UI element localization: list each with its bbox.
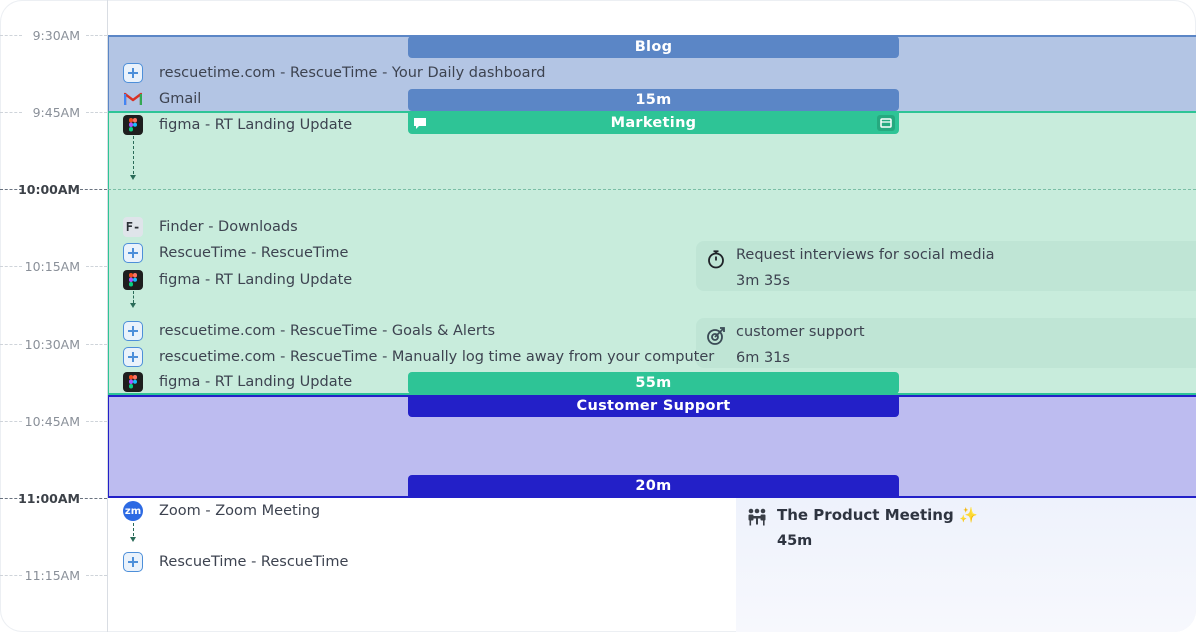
activity-item[interactable]: F- Finder - Downloads <box>123 216 298 238</box>
stopwatch-icon <box>708 250 724 269</box>
activity-item[interactable]: figma - RT Landing Update <box>123 371 352 393</box>
gmail-icon <box>123 89 143 109</box>
hour-divider <box>108 189 1196 190</box>
goal-time: 6m 31s <box>736 350 790 366</box>
figma-icon <box>123 115 143 135</box>
time-label: 10:45AM <box>24 414 80 429</box>
blog-duration-pill[interactable]: 15m <box>408 89 899 111</box>
meeting-card[interactable]: The Product Meeting ✨ 45m <box>736 498 1196 632</box>
time-label: 9:45AM <box>32 105 80 120</box>
goal-time: 3m 35s <box>736 273 790 289</box>
connector-arrow <box>130 537 136 542</box>
time-tick <box>0 421 22 422</box>
activity-label: Zoom - Zoom Meeting <box>159 503 321 519</box>
time-label: 10:00AM <box>18 182 80 197</box>
activity-label: rescuetime.com - RescueTime - Manually l… <box>159 349 715 365</box>
activity-label: RescueTime - RescueTime <box>159 554 349 570</box>
time-tick <box>86 575 107 576</box>
activity-item[interactable]: figma - RT Landing Update <box>123 114 352 136</box>
activity-label: figma - RT Landing Update <box>159 117 353 133</box>
activity-item[interactable]: rescuetime.com - RescueTime - Manually l… <box>123 346 714 368</box>
connector-arrow <box>130 175 136 180</box>
rescuetime-icon <box>123 552 143 572</box>
activity-item[interactable]: figma - RT Landing Update <box>123 269 352 291</box>
time-gutter-divider <box>107 0 108 632</box>
time-tick <box>86 266 107 267</box>
activity-item[interactable]: rescuetime.com - RescueTime - Your Daily… <box>123 62 545 84</box>
zoom-icon: zm <box>123 501 143 521</box>
time-tick <box>0 112 22 113</box>
meeting-duration: 45m <box>777 533 813 549</box>
customer-support-title-pill[interactable]: Customer Support <box>408 395 899 417</box>
activity-connector <box>133 136 134 174</box>
activity-item[interactable]: rescuetime.com - RescueTime - Goals & Al… <box>123 320 495 342</box>
goal-title: customer support <box>736 324 865 340</box>
time-label: 11:15AM <box>24 568 80 583</box>
time-label: 10:15AM <box>24 259 80 274</box>
blog-title-pill[interactable]: Blog <box>408 36 899 58</box>
activity-label: rescuetime.com - RescueTime - Your Daily… <box>159 65 546 81</box>
figma-icon <box>123 270 143 290</box>
rescuetime-icon <box>123 243 143 263</box>
target-icon <box>707 327 725 345</box>
meeting-title-row: The Product Meeting ✨ <box>777 506 978 524</box>
calendar-sync-icon[interactable] <box>877 115 895 131</box>
activity-item[interactable]: RescueTime - RescueTime <box>123 242 348 264</box>
meeting-icon <box>748 508 766 526</box>
time-tick <box>0 498 22 499</box>
figma-icon <box>123 372 143 392</box>
time-tick <box>80 189 107 190</box>
rescuetime-icon <box>123 347 143 367</box>
activity-label: RescueTime - RescueTime <box>159 245 349 261</box>
meeting-title: The Product Meeting <box>777 506 954 524</box>
time-tick <box>86 35 107 36</box>
time-tick <box>86 421 107 422</box>
activity-connector <box>133 291 134 303</box>
time-tick <box>0 344 22 345</box>
marketing-title-pill[interactable]: Marketing <box>408 112 899 134</box>
activity-label: Finder - Downloads <box>159 219 298 235</box>
goal-card[interactable]: Request interviews for social media 3m 3… <box>696 241 1196 291</box>
activity-label: Gmail <box>159 91 202 107</box>
finder-icon: F- <box>123 217 143 237</box>
time-tick <box>0 35 22 36</box>
activity-label: rescuetime.com - RescueTime - Goals & Al… <box>159 323 496 339</box>
rescuetime-icon <box>123 321 143 341</box>
time-tick <box>86 344 107 345</box>
marketing-duration-pill[interactable]: 55m <box>408 372 899 394</box>
goal-title: Request interviews for social media <box>736 247 995 263</box>
activity-label: figma - RT Landing Update <box>159 374 353 390</box>
connector-arrow <box>130 303 136 308</box>
customer-support-duration-pill[interactable]: 20m <box>408 475 899 497</box>
time-tick <box>86 112 107 113</box>
activity-connector <box>133 523 134 536</box>
time-label: 9:30AM <box>32 28 80 43</box>
rescuetime-icon <box>123 63 143 83</box>
activity-item[interactable]: zm Zoom - Zoom Meeting <box>123 500 320 522</box>
time-label: 11:00AM <box>18 491 80 506</box>
time-tick <box>80 498 107 499</box>
sparkle-icon: ✨ <box>958 506 978 524</box>
marketing-title: Marketing <box>610 115 697 131</box>
goal-card[interactable]: customer support 6m 31s <box>696 318 1196 368</box>
time-tick <box>0 575 22 576</box>
activity-item[interactable]: Gmail <box>123 88 201 110</box>
time-tick <box>0 266 22 267</box>
time-label: 10:30AM <box>24 337 80 352</box>
time-tick <box>0 189 22 190</box>
activity-item[interactable]: RescueTime - RescueTime <box>123 551 348 573</box>
comment-icon[interactable] <box>412 115 428 131</box>
activity-label: figma - RT Landing Update <box>159 272 353 288</box>
